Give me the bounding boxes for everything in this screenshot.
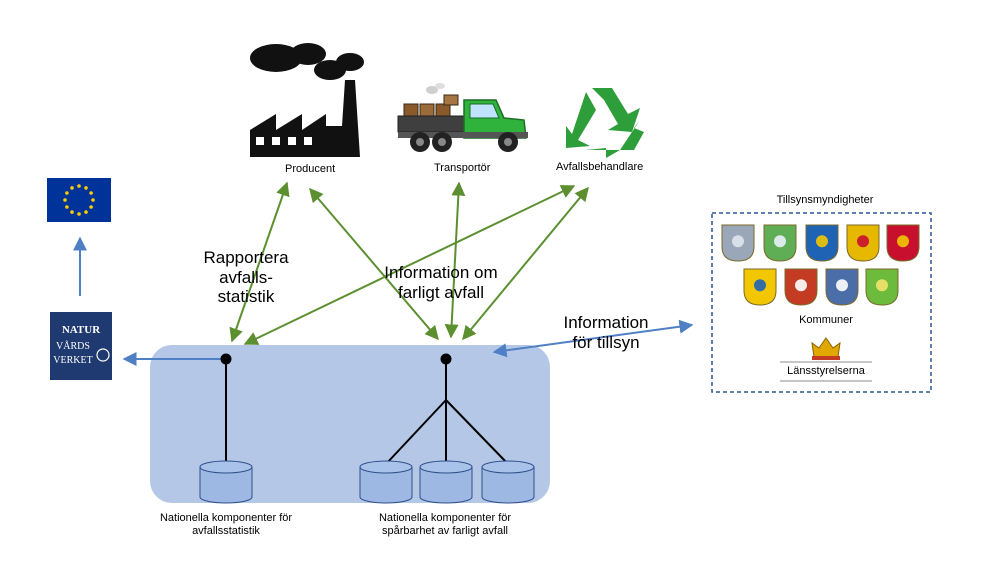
crown-icon bbox=[811, 337, 841, 360]
coat-of-arms-icon bbox=[846, 224, 880, 262]
arrow-tillsyn bbox=[492, 319, 694, 358]
database-cylinder bbox=[359, 460, 413, 504]
arrow-trace-transportor bbox=[444, 181, 466, 339]
database-cylinder bbox=[199, 460, 253, 504]
label-rapportera-statistik: Rapportera avfalls- statistik bbox=[197, 248, 295, 307]
eu-star bbox=[70, 210, 74, 214]
trace-components-line2: spårbarhet av farligt avfall bbox=[382, 525, 508, 538]
svg-text:VERKET: VERKET bbox=[53, 355, 92, 366]
label-information-tillsyn: Information för tillsyn bbox=[556, 313, 656, 352]
naturvardsverket-logo: NATUR VÅRDS VERKET bbox=[50, 312, 112, 380]
arrow-trace-producent bbox=[309, 187, 439, 341]
eu-star bbox=[89, 205, 93, 209]
info-farligt-line1: Information om bbox=[384, 263, 498, 282]
stat-component-tree bbox=[220, 353, 232, 464]
eu-star bbox=[91, 198, 95, 202]
label-kommuner: Kommuner bbox=[799, 314, 853, 326]
truck-icon bbox=[397, 83, 528, 152]
eu-star bbox=[65, 205, 69, 209]
rapportera-line3: statistik bbox=[217, 287, 275, 307]
svg-text:VÅRDS: VÅRDS bbox=[56, 340, 90, 352]
coat-of-arms-icon bbox=[743, 268, 777, 306]
eu-star bbox=[84, 210, 88, 214]
eu-star bbox=[65, 191, 69, 195]
label-transportor: Transportör bbox=[434, 162, 491, 174]
coat-of-arms-icon bbox=[763, 224, 797, 262]
coat-of-arms-icon bbox=[784, 268, 818, 306]
stat-components-line2: avfallsstatistik bbox=[192, 525, 260, 538]
recycle-icon bbox=[566, 88, 644, 158]
trace-component-tree bbox=[385, 353, 509, 465]
eu-star bbox=[77, 184, 81, 188]
label-trace-components: Nationella komponenter för spårbarhet av… bbox=[352, 512, 538, 538]
label-information-farligt-avfall: Information om farligt avfall bbox=[378, 263, 504, 302]
rapportera-line2: avfalls- bbox=[219, 267, 273, 287]
coat-of-arms-icon bbox=[825, 268, 859, 306]
svg-text:NATUR: NATUR bbox=[62, 324, 101, 336]
green-arrows bbox=[229, 181, 589, 345]
eu-star bbox=[77, 212, 81, 216]
eu-flag-icon bbox=[47, 178, 111, 222]
label-producent: Producent bbox=[285, 163, 336, 175]
info-tillsyn-line1: Information bbox=[563, 313, 649, 332]
label-tillsynsmyndigheter: Tillsynsmyndigheter bbox=[776, 194, 874, 206]
eu-star bbox=[89, 191, 93, 195]
trace-components-line1: Nationella komponenter för bbox=[378, 512, 512, 524]
rapportera-line1: Rapportera bbox=[203, 248, 289, 267]
factory-icon bbox=[250, 43, 364, 157]
eu-star bbox=[84, 186, 88, 190]
coat-of-arms-icon bbox=[805, 224, 839, 262]
info-tillsyn-line2: för tillsyn bbox=[572, 332, 640, 352]
tillsynsmyndigheter-box bbox=[711, 212, 932, 393]
stat-components-line1: Nationella komponenter för bbox=[159, 512, 293, 524]
coat-of-arms-icon bbox=[886, 224, 920, 262]
label-stat-components: Nationella komponenter för avfallsstatis… bbox=[133, 512, 319, 538]
eu-star bbox=[63, 198, 67, 202]
eu-star bbox=[70, 186, 74, 190]
coat-of-arms-icon bbox=[721, 224, 755, 262]
database-cylinder bbox=[419, 460, 473, 504]
database-cylinder bbox=[481, 460, 535, 504]
label-lansstyrelserna: Länsstyrelserna bbox=[787, 365, 865, 377]
arrow-trace-avfallsbehandlare bbox=[462, 186, 589, 341]
info-farligt-line2: farligt avfall bbox=[398, 282, 484, 302]
label-avfallsbehandlare: Avfallsbehandlare bbox=[556, 161, 644, 173]
coat-of-arms-icon bbox=[865, 268, 899, 306]
